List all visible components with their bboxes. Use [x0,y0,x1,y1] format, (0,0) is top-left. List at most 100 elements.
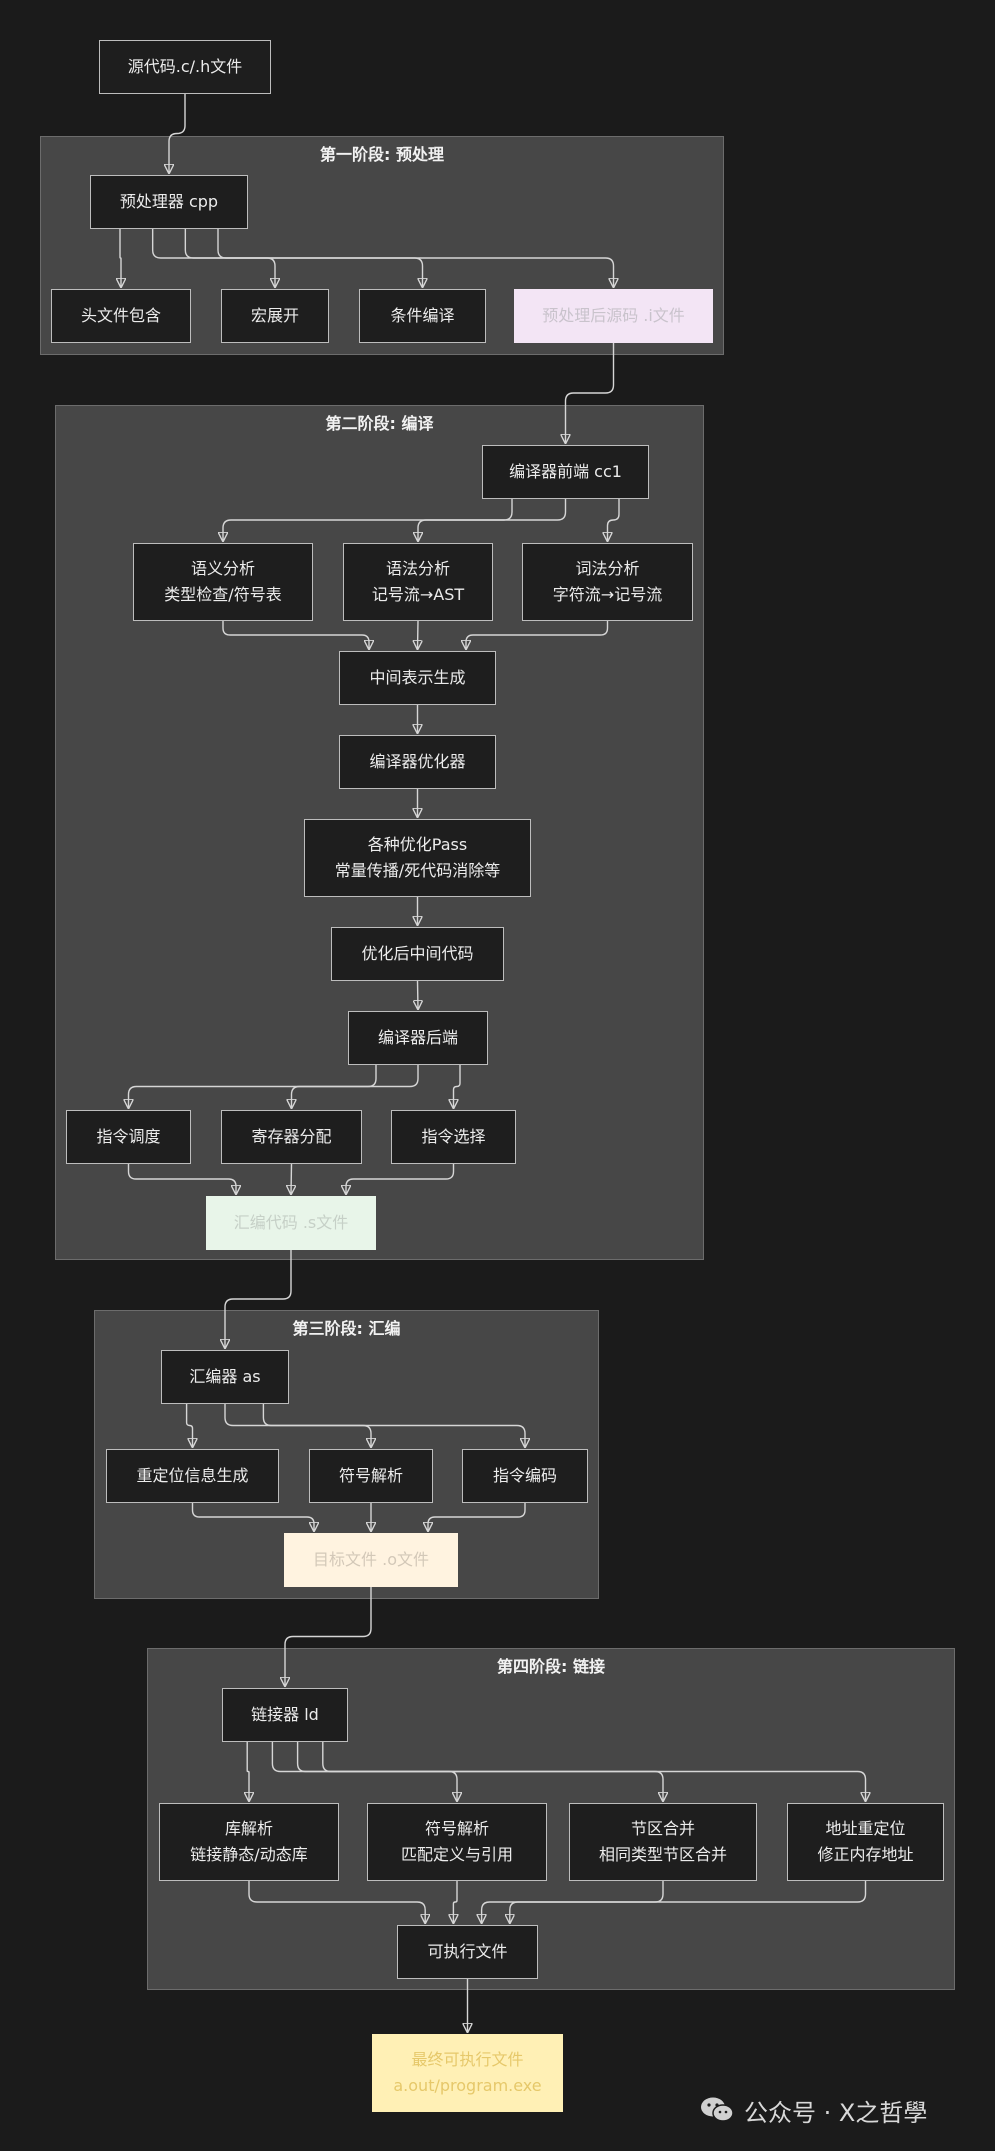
edge-as-to-enc [262,1404,525,1447]
node-label-line: 语法分析 [385,559,450,578]
node-label-line: 汇编器 as [189,1367,261,1386]
lexical-analysis-node: 词法分析字符流→记号流 [522,543,693,621]
node-label-line: 语义分析 [190,559,255,578]
node-label-line: 地址重定位 [825,1819,906,1838]
edge-syn-to-ir [418,620,419,649]
node-label-line: 条件编译 [390,306,455,325]
node-label-line: 目标文件 .o文件 [313,1550,429,1569]
optimization-pass-node: 各种优化Pass 常量传播/死代码消除等 [304,819,531,897]
node-label-line: 优化后中间代码 [361,944,474,963]
edge-ld-to-lib [247,1742,249,1801]
edge-addr-to-exe [510,1881,867,1923]
watermark-text: 公众号 · X之哲學 [744,2098,928,2127]
node-label-line: 指令选择 [421,1127,486,1146]
edge-lib-to-exe [248,1881,425,1923]
watermark: 公众号 · X之哲學 [700,2090,970,2130]
node-label-line: 预处理后源码 .i文件 [542,306,685,325]
edge-sfile-to-as [225,1250,292,1348]
source-file-node: 源代码.c/.h文件 [99,40,271,94]
relocation-info-node: 重定位信息生成 [106,1449,279,1503]
edge-ld-to-addr [322,1742,866,1801]
node-label-line: 编译器后端 [377,1028,458,1047]
macro-expand-node: 宏展开 [221,289,329,343]
edge-ifile-to-cc1 [566,343,615,443]
edge-backend-to-isel [454,1065,461,1108]
executable-node: 可执行文件 [397,1925,538,1979]
edge-as-to-reloc [185,1404,193,1447]
edge-cpp-to-ifile [217,229,614,287]
node-label-line: 各种优化Pass [367,835,468,854]
node-label-line: 节区合并 [630,1819,695,1838]
assembly-s-file-node: 汇编代码 .s文件 [206,1196,376,1250]
wechat-icon [700,2096,734,2124]
instruction-encoding-node: 指令编码 [462,1449,588,1503]
node-label-line: 汇编代码 .s文件 [233,1213,349,1232]
edge-isel-to-sfile [346,1164,455,1194]
object-o-file-node: 目标文件 .o文件 [284,1533,458,1587]
instruction-scheduling-node: 指令调度 [66,1110,191,1164]
node-label-line: 预处理器 cpp [119,192,219,211]
register-allocation-node: 寄存器分配 [221,1110,362,1164]
edge-lex-to-ir [466,621,609,649]
node-label-line: 指令调度 [96,1127,161,1146]
lane-title: 第四阶段: 链接 [497,1657,605,1676]
linker-node: 链接器 ld [222,1688,348,1742]
edge-src-to-cpp [169,94,186,173]
node-label-line: a.out/program.exe [393,2076,542,2095]
node-label-line: 符号解析 [338,1466,403,1485]
optimized-ir-node: 优化后中间代码 [331,927,504,981]
lane-title: 第二阶段: 编译 [325,414,434,433]
edge-backend-to-sched [129,1065,377,1108]
node-label-line: 头文件包含 [80,306,161,325]
compiler-backend-node: 编译器后端 [348,1011,488,1065]
node-label-line: 符号解析 [424,1819,489,1838]
node-label-line: 指令编码 [492,1466,557,1485]
node-label-line: 源代码.c/.h文件 [127,57,243,76]
edge-cpp-to-inc [120,229,121,287]
section-merge-node: 节区合并相同类型节区合并 [569,1803,757,1881]
node-label-line: 匹配定义与引用 [400,1845,513,1864]
library-resolution-node: 库解析链接静态/动态库 [159,1803,339,1881]
edge-sym2-to-exe [453,1881,457,1923]
node-label-line: 编译器优化器 [369,752,466,771]
edge-cc1-to-lex [608,499,620,541]
preprocessor-node: 预处理器 cpp [90,175,248,229]
node-label-line: 中间表示生成 [369,668,466,687]
symbol-resolution-node: 符号解析 [309,1449,433,1503]
node-label-line: 字符流→记号流 [552,585,663,604]
conditional-compile-node: 条件编译 [359,289,486,343]
instruction-selection-node: 指令选择 [391,1110,516,1164]
node-label-line: 重定位信息生成 [136,1466,249,1485]
edge-sem-to-ir [222,621,369,649]
edge-enc-to-ofile [428,1503,526,1531]
semantic-analysis-node: 语义分析类型检查/符号表 [133,543,313,621]
final-executable-node: 最终可执行文件 a.out/program.exe [372,2034,563,2112]
syntax-analysis-node: 语法分析记号流→AST [343,543,493,621]
node-label-line: 常量传播/死代码消除等 [334,861,501,880]
edge-cc1-to-syn [418,499,567,541]
preprocessed-i-file-node: 预处理后源码 .i文件 [514,289,713,343]
node-label-line: 库解析 [224,1819,273,1838]
assembler-node: 汇编器 as [161,1350,289,1404]
edge-cc1-to-sem [223,499,513,541]
edge-backend-to-regalloc [292,1065,419,1108]
node-label-line: 修正内存地址 [817,1845,914,1864]
header-include-node: 头文件包含 [51,289,191,343]
node-label-line: 链接器 ld [251,1705,319,1724]
edge-reloc-to-ofile [191,1503,315,1531]
address-relocation-node: 地址重定位修正内存地址 [787,1803,944,1881]
node-label-line: 可执行文件 [427,1942,508,1961]
edge-regalloc-to-sfile [291,1163,292,1194]
link-symbol-resolution-node: 符号解析匹配定义与引用 [367,1803,547,1881]
node-label-line: 最终可执行文件 [411,2050,524,2069]
node-label-line: 相同类型节区合并 [598,1845,727,1864]
node-label-line: 编译器前端 cc1 [509,462,622,481]
edge-ofile-to-ld [285,1587,372,1686]
optimizer-node: 编译器优化器 [339,735,496,789]
node-label-line: 记号流→AST [371,585,465,604]
ir-generation-node: 中间表示生成 [339,651,496,705]
node-label-line: 链接静态/动态库 [190,1845,308,1864]
edge-sched-to-sfile [127,1164,237,1194]
